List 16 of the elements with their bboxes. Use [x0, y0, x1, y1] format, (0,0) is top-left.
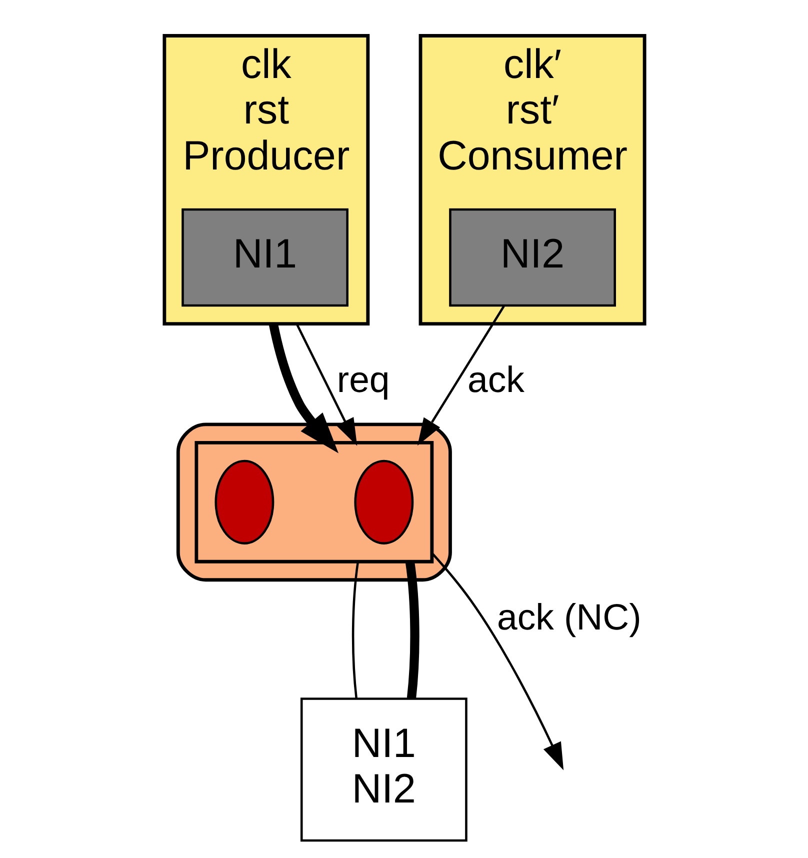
node-box: NI1 NI2: [300, 698, 467, 842]
cluster: [176, 422, 452, 582]
node-box: NI2: [448, 208, 616, 307]
edge-label: ack: [466, 358, 524, 400]
connector: [404, 561, 419, 699]
node-ellipse: [214, 460, 274, 544]
arrow: [416, 306, 504, 446]
arrow: [295, 323, 357, 446]
arrow: [430, 552, 564, 770]
node-ellipse: [354, 460, 414, 544]
node-box: NI1: [181, 208, 348, 307]
arrow: [268, 322, 338, 454]
cluster: [194, 441, 434, 564]
edge-label: req: [336, 358, 390, 400]
connector: [351, 561, 359, 698]
edge-label: ack (NC): [496, 596, 641, 638]
